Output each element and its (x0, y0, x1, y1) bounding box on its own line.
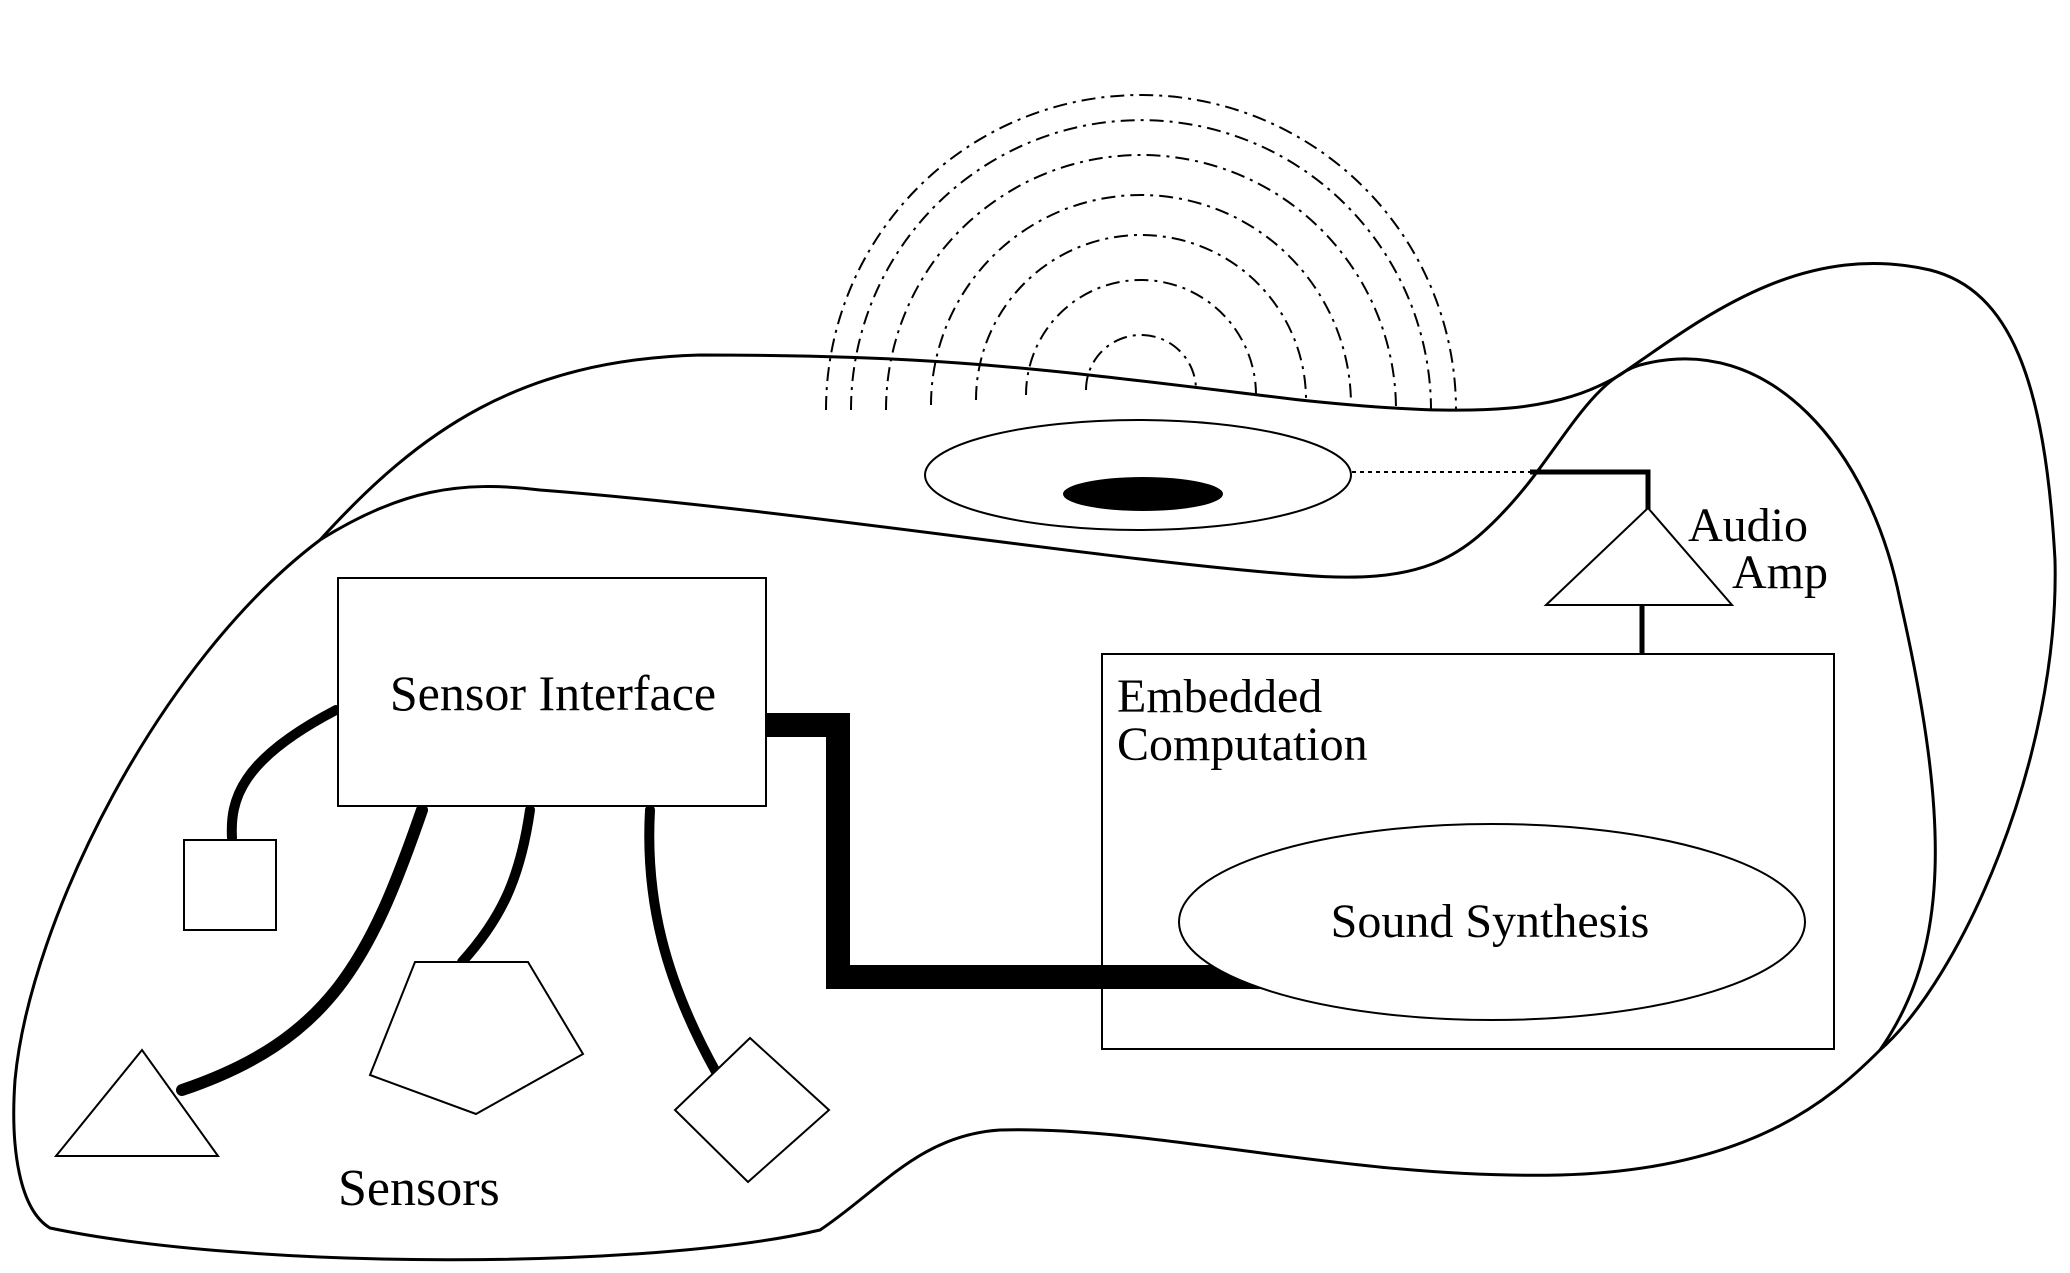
sensor-interface-box (337, 577, 767, 807)
sound-wave-5 (885, 154, 1397, 411)
speaker-cone (924, 419, 1352, 531)
sound-wave-2 (1025, 279, 1257, 396)
sensors-label: Sensors (338, 1160, 500, 1217)
sensor-cable-diamond (644, 805, 721, 1077)
sound-synthesis-ellipse (1178, 823, 1806, 1021)
sensor-cable-square (226, 705, 341, 843)
sound-waves (825, 94, 1457, 411)
speaker-center (1063, 477, 1223, 511)
sound-wave-6 (850, 119, 1432, 411)
sensor-cable-triangle (176, 804, 428, 1096)
audio-amp-triangle (1543, 506, 1735, 606)
sensor-pentagon (368, 961, 585, 1116)
sensor-diamond (673, 1036, 831, 1184)
audio-amp-label-line1: Audio (1688, 499, 1808, 552)
amp-to-speaker-wire (1530, 469, 1651, 510)
sensor-triangle (53, 1048, 220, 1157)
interface-to-synthesis-cable (766, 713, 1262, 989)
embedded-computation-label-line2: Computation (1117, 718, 1368, 771)
sensor-interface-label: Sensor Interface (390, 665, 716, 721)
instrument-body-inner (319, 357, 1937, 1051)
sensor-square (183, 839, 277, 931)
sound-wave-3 (975, 234, 1307, 401)
sound-synthesis-label: Sound Synthesis (1331, 895, 1650, 948)
sound-wave-4 (930, 194, 1352, 406)
sensor-cable-pentagon (457, 805, 535, 967)
sound-wave-1 (1085, 334, 1197, 391)
embedded-computation-label-line1: Embedded (1117, 670, 1322, 723)
audio-amp-label-line2: Amp (1732, 546, 1828, 599)
sound-wave-7 (825, 94, 1457, 411)
